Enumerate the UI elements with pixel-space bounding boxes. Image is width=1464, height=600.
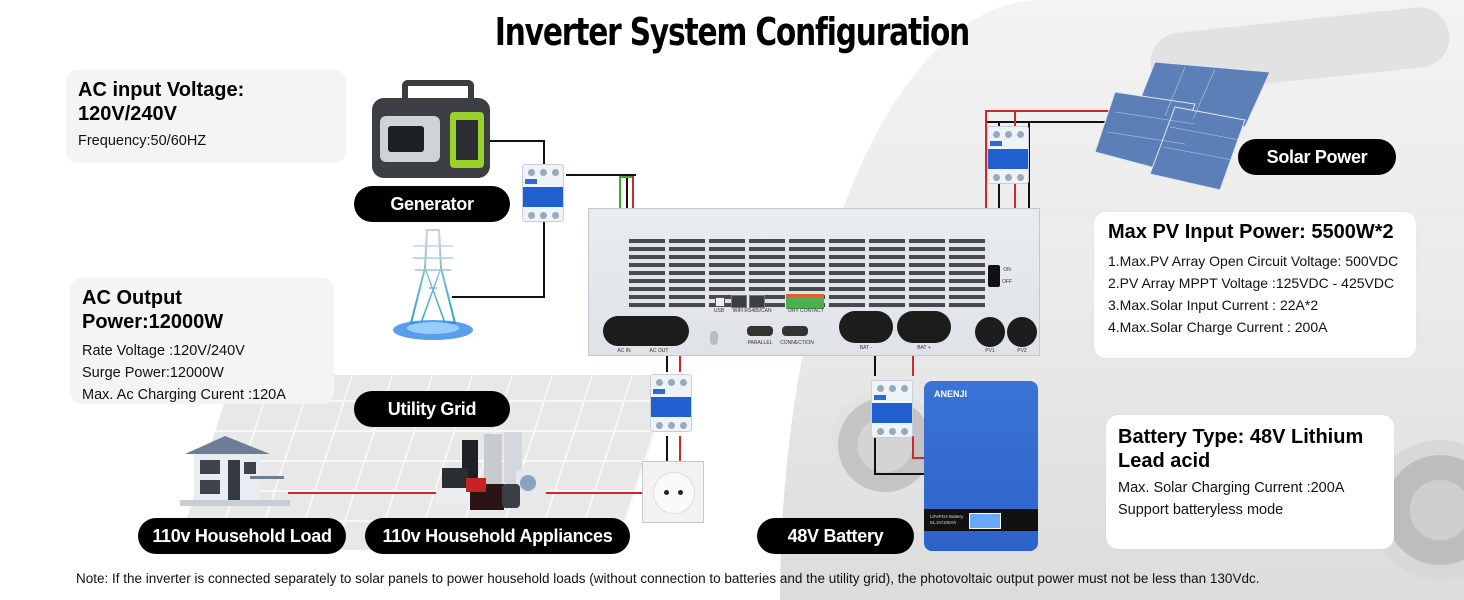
wire-ac-in	[566, 174, 636, 176]
generator-device	[372, 80, 490, 180]
battery-type-card: Battery Type: 48V Lithium Lead acid Max.…	[1106, 415, 1394, 549]
connection-label: CONNECTION	[780, 340, 814, 346]
switch-on-label: ON	[1003, 267, 1011, 273]
pv2-label: PV2	[1017, 348, 1027, 354]
ac-input-heading-2: 120V/240V	[78, 103, 177, 125]
solar-panels	[1094, 61, 1271, 192]
ground-screw-icon	[710, 331, 718, 345]
battery-type-heading-2: Lead acid	[1118, 450, 1211, 472]
wire-bat-negative	[874, 473, 926, 475]
page-title: Inverter System Configuration	[494, 10, 970, 54]
dry-contact-label: DRY CONTACT	[788, 308, 824, 314]
connection-port[interactable]	[782, 326, 808, 336]
ac-output-breaker	[650, 374, 692, 432]
wall-socket	[642, 461, 704, 523]
ac-input-frequency: Frequency:50/60HZ	[78, 133, 207, 149]
rs485-label: RS485/CAN	[744, 308, 772, 314]
bat-pos-label: BAT +	[917, 345, 931, 351]
ac-output-line: Max. Ac Charging Curent :120A	[82, 387, 286, 403]
ac-in-label: AC IN	[617, 348, 631, 354]
dry-contact-terminal[interactable]	[786, 294, 824, 309]
battery-breaker	[871, 380, 913, 438]
pv-input-line: 4.Max.Solar Charge Current : 200A	[1108, 319, 1328, 335]
household-appliances-label: 110v Household Appliances	[365, 518, 630, 554]
wire-grid	[452, 296, 545, 298]
wire-socket-negative	[666, 436, 668, 464]
wire-grid	[543, 222, 545, 298]
pv1-label: PV1	[985, 348, 995, 354]
generator-breaker	[522, 164, 564, 222]
wifi-label: WIFI	[732, 308, 744, 314]
ac-input-heading-1: AC input Voltage:	[78, 79, 245, 101]
battery-chemistry: LiFePO4 Battery	[930, 514, 964, 519]
solar-power-label: Solar Power	[1238, 139, 1396, 175]
generator-label: Generator	[354, 186, 510, 222]
pv-input-heading: Max PV Input Power: 5500W*2	[1108, 221, 1394, 243]
power-tower-icon	[393, 229, 473, 340]
pv-input-line: 3.Max.Solar Input Current : 22A*2	[1108, 297, 1319, 313]
utility-grid-label: Utility Grid	[354, 391, 510, 427]
power-switch[interactable]	[988, 265, 1000, 287]
wire-bat-positive	[912, 457, 926, 459]
wire-pv-positive	[985, 110, 1115, 112]
pv-input-line: 1.Max.PV Array Open Circuit Voltage: 500…	[1108, 253, 1399, 269]
parallel-port[interactable]	[747, 326, 773, 336]
battery-capacity: 51.2V/100Ah	[930, 520, 957, 525]
wire-bat-positive	[912, 436, 914, 458]
pv-input-line: 2.PV Array MPPT Voltage :125VDC - 425VDC	[1108, 275, 1395, 291]
wire-ac-in-ground	[619, 176, 632, 178]
ac-port[interactable]	[603, 316, 689, 346]
pv-input-card: Max PV Input Power: 5500W*2 1.Max.PV Arr…	[1094, 212, 1416, 358]
bat-pos-port[interactable]	[897, 311, 951, 343]
appliances-icon	[436, 432, 556, 512]
wire-household	[288, 492, 438, 494]
parallel-label: PARALLEL	[747, 340, 773, 346]
pv-breaker	[987, 126, 1029, 184]
wire-bat-negative	[874, 436, 876, 475]
pv1-port[interactable]	[975, 317, 1005, 347]
house-icon	[180, 432, 290, 506]
switch-off-label: OFF	[1002, 279, 1012, 285]
usb-port[interactable]	[715, 297, 725, 307]
wire-appliances	[537, 492, 642, 494]
battery-type-line: Support batteryless mode	[1118, 502, 1284, 518]
bat-neg-port[interactable]	[839, 311, 893, 343]
household-load-label: 110v Household Load	[138, 518, 346, 554]
wifi-port[interactable]	[731, 295, 747, 308]
battery-type-line: Max. Solar Charging Current :200A	[1118, 480, 1345, 496]
wire-generator	[488, 140, 544, 142]
rs485-port[interactable]	[749, 295, 765, 308]
utility-grid-tower	[383, 228, 483, 348]
wire-socket-positive	[679, 436, 681, 464]
solar-panel-icon	[1094, 61, 1271, 191]
ac-output-line: Surge Power:12000W	[82, 365, 224, 381]
battery-device: ANENJI LiFePO4 Battery 51.2V/100Ah	[924, 381, 1038, 551]
ac-output-line: Rate Voltage :120V/240V	[82, 343, 245, 359]
ac-output-card: AC Output Power:12000W Rate Voltage :120…	[70, 278, 334, 404]
usb-label: USB	[713, 308, 725, 314]
battery-display	[969, 513, 1001, 529]
pv2-port[interactable]	[1007, 317, 1037, 347]
wire-pv-negative	[985, 121, 1130, 123]
wire-generator	[543, 140, 545, 164]
battery-label: 48V Battery	[757, 518, 914, 554]
battery-type-heading-1: Battery Type: 48V Lithium	[1118, 426, 1364, 448]
ac-output-heading: AC Output Power:12000W	[82, 287, 224, 333]
battery-brand: ANENJI	[934, 389, 968, 399]
ac-input-card: AC input Voltage: 120V/240V Frequency:50…	[66, 70, 346, 163]
inverter-unit: AC IN AC OUT USB WIFI RS485/CAN DRY CONT…	[588, 208, 1040, 356]
footnote: Note: If the inverter is connected separ…	[76, 571, 1260, 586]
ac-out-label: AC OUT	[649, 348, 669, 354]
bat-neg-label: BAT -	[859, 345, 873, 351]
